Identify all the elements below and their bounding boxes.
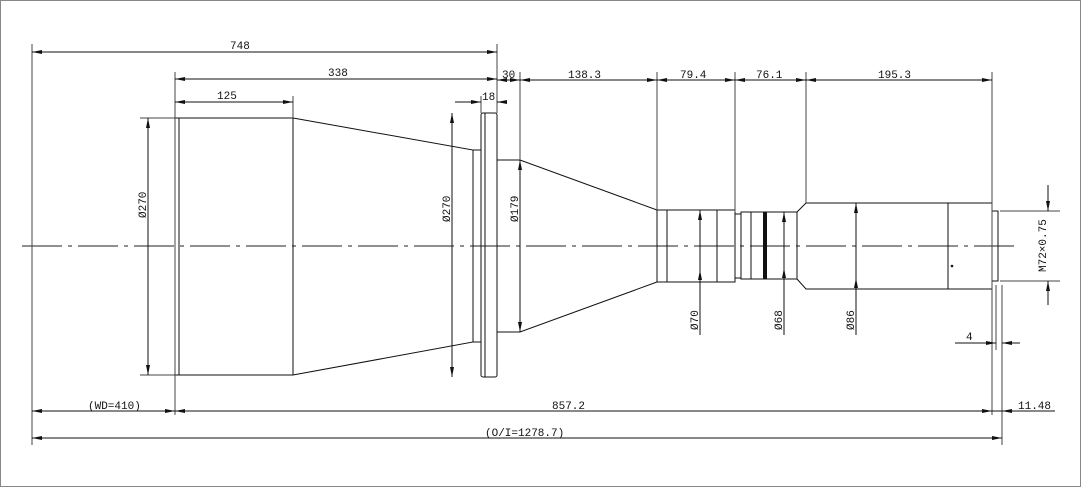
dim-76-1: 76.1 bbox=[756, 70, 783, 82]
diameter-dimensions: Ø270 Ø270 Ø179 Ø70 Ø68 Ø86 M72×0.75 bbox=[138, 113, 1060, 377]
dim-125: 125 bbox=[217, 91, 237, 103]
dim-30: 30 bbox=[502, 70, 515, 82]
dim-18: 18 bbox=[482, 92, 495, 104]
lens-body bbox=[174, 112, 999, 378]
dim-748: 748 bbox=[230, 41, 250, 53]
dim-11-48: 11.48 bbox=[1018, 401, 1051, 413]
dim-dia-70: Ø70 bbox=[690, 310, 702, 330]
dim-79-4: 79.4 bbox=[680, 70, 707, 82]
horizontal-dimensions: 748 338 125 18 30 138.3 79.4 76.1 195.3 … bbox=[31, 41, 1055, 445]
dim-dia-68: Ø68 bbox=[774, 310, 786, 330]
dim-138-3: 138.3 bbox=[568, 70, 601, 82]
dim-m72-thread: M72×0.75 bbox=[1038, 219, 1050, 272]
dim-oi: (O/I=1278.7) bbox=[485, 428, 564, 440]
dim-dia-86: Ø86 bbox=[846, 310, 858, 330]
dim-4: 4 bbox=[966, 332, 973, 344]
dim-wd: (WD=410) bbox=[88, 401, 141, 413]
dim-195-3: 195.3 bbox=[878, 70, 911, 82]
dim-dia-179: Ø179 bbox=[510, 196, 522, 222]
dim-dia-270-front: Ø270 bbox=[138, 192, 150, 218]
dim-dia-270-flange: Ø270 bbox=[442, 196, 454, 222]
dim-338: 338 bbox=[328, 68, 348, 80]
dim-857-2: 857.2 bbox=[552, 401, 585, 413]
